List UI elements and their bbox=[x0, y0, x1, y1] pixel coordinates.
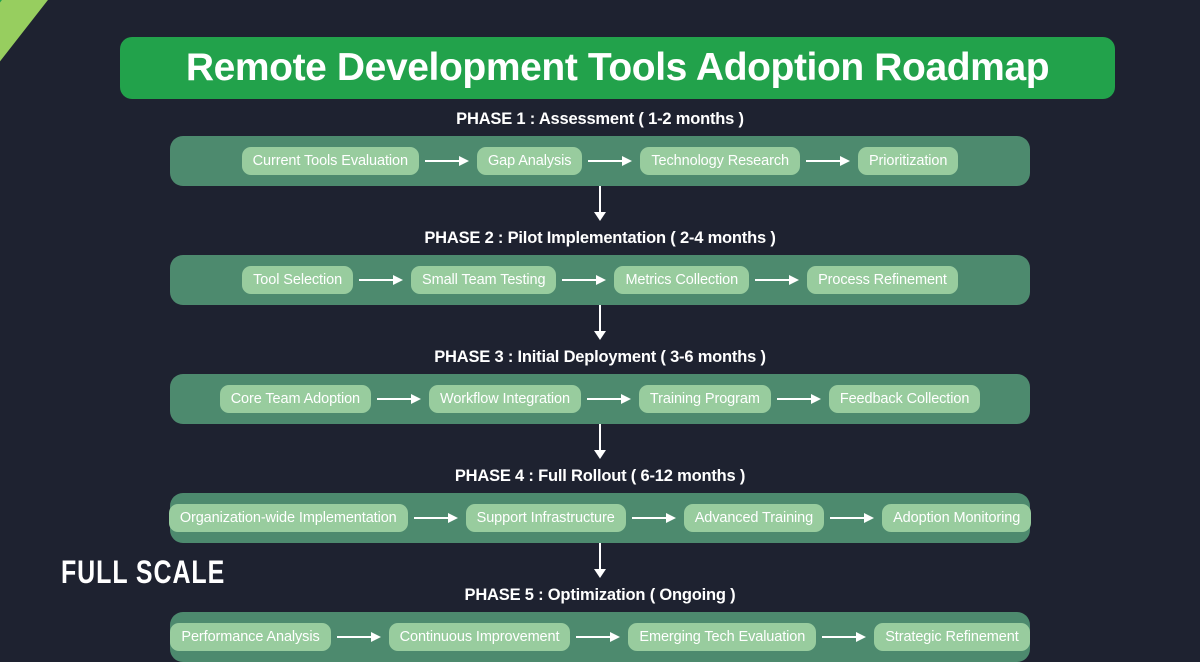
brand-corner-mark bbox=[0, 0, 100, 105]
arrow-head bbox=[864, 513, 875, 523]
step-arrow-right-icon bbox=[822, 631, 868, 643]
phase-step-pill[interactable]: Prioritization bbox=[857, 146, 959, 176]
phase-step-pill[interactable]: Support Infrastructure bbox=[465, 503, 626, 533]
phase-block: PHASE 2 : Pilot Implementation ( 2-4 mon… bbox=[0, 227, 1200, 305]
step-arrow-right-icon bbox=[631, 512, 678, 524]
arrow-shaft bbox=[413, 517, 450, 519]
phase-step-pill[interactable]: Small Team Testing bbox=[411, 265, 557, 295]
phase-step-pill[interactable]: Gap Analysis bbox=[476, 146, 583, 176]
arrow-head bbox=[447, 513, 458, 523]
phase-step-pill[interactable]: Adoption Monitoring bbox=[882, 503, 1032, 533]
connector-head bbox=[594, 569, 606, 578]
arrow-shaft bbox=[822, 636, 859, 638]
connector-head bbox=[594, 212, 606, 221]
arrow-head bbox=[411, 394, 422, 404]
arrow-shaft bbox=[424, 160, 461, 162]
step-arrow-right-icon bbox=[424, 155, 471, 167]
arrow-shaft bbox=[805, 160, 842, 162]
connector-head bbox=[594, 450, 606, 459]
arrow-head bbox=[596, 275, 607, 285]
phase-step-band: Core Team Adoption Workflow Integration Tr… bbox=[170, 374, 1030, 424]
phase-step-pill[interactable]: Continuous Improvement bbox=[388, 622, 571, 652]
arrow-shaft bbox=[588, 160, 625, 162]
arrow-head bbox=[620, 394, 631, 404]
connector-shaft bbox=[599, 186, 601, 214]
connector-shaft bbox=[599, 305, 601, 333]
phase-label: PHASE 1 : Assessment ( 1-2 months ) bbox=[456, 110, 744, 128]
step-arrow-right-icon bbox=[805, 155, 852, 167]
arrow-shaft bbox=[776, 398, 813, 400]
phase-label: PHASE 4 : Full Rollout ( 6-12 months ) bbox=[454, 467, 746, 485]
phase-connector-arrow-down-icon bbox=[0, 186, 1200, 227]
phase-step-pill[interactable]: Tool Selection bbox=[242, 265, 354, 295]
page-title: Remote Development Tools Adoption Roadma… bbox=[185, 46, 1050, 89]
arrow-head bbox=[810, 394, 821, 404]
phase-label: PHASE 3 : Initial Deployment ( 3-6 month… bbox=[434, 348, 766, 366]
phase-step-pill[interactable]: Training Program bbox=[638, 384, 771, 414]
arrow-head bbox=[665, 513, 676, 523]
arrow-head bbox=[622, 156, 633, 166]
step-arrow-right-icon bbox=[830, 512, 876, 524]
brand-slash-dark-icon bbox=[0, 0, 18, 105]
connector-shaft bbox=[599, 424, 601, 452]
arrow-head bbox=[789, 275, 800, 285]
arrow-shaft bbox=[830, 517, 867, 519]
step-arrow-right-icon bbox=[776, 393, 823, 405]
step-arrow-right-icon bbox=[562, 274, 608, 286]
phase-connector-arrow-down-icon bbox=[0, 543, 1200, 584]
brand-slash-light-icon bbox=[0, 0, 62, 105]
phase-step-pill[interactable]: Feedback Collection bbox=[828, 384, 981, 414]
arrow-shaft bbox=[755, 279, 792, 281]
phase-block: PHASE 3 : Initial Deployment ( 3-6 month… bbox=[0, 346, 1200, 424]
arrow-head bbox=[370, 632, 381, 642]
phase-step-pill[interactable]: Emerging Tech Evaluation bbox=[628, 622, 817, 652]
step-arrow-right-icon bbox=[576, 631, 622, 643]
arrow-shaft bbox=[631, 517, 668, 519]
arrow-shaft bbox=[576, 636, 613, 638]
phase-step-band: Current Tools Evaluation Gap Analysis Tech… bbox=[170, 136, 1030, 186]
arrow-shaft bbox=[586, 398, 623, 400]
phase-connector-arrow-down-icon bbox=[0, 424, 1200, 465]
footer-wordmark: FULL SCALE bbox=[61, 554, 226, 590]
arrow-shaft bbox=[359, 279, 396, 281]
phase-step-band: Tool Selection Small Team Testing Metrics … bbox=[170, 255, 1030, 305]
phase-step-band: Performance Analysis Continuous Improveme… bbox=[170, 612, 1030, 662]
arrow-head bbox=[839, 156, 850, 166]
step-arrow-right-icon bbox=[377, 393, 423, 405]
step-arrow-right-icon bbox=[586, 393, 633, 405]
phase-step-pill[interactable]: Metrics Collection bbox=[614, 265, 750, 295]
arrow-shaft bbox=[336, 636, 373, 638]
phase-step-pill[interactable]: Core Team Adoption bbox=[219, 384, 372, 414]
arrow-head bbox=[856, 632, 867, 642]
phase-step-pill[interactable]: Advanced Training bbox=[683, 503, 825, 533]
phase-step-pill[interactable]: Current Tools Evaluation bbox=[241, 146, 419, 176]
step-arrow-right-icon bbox=[359, 274, 405, 286]
phase-step-band: Organization-wide Implementation Support … bbox=[168, 493, 1032, 543]
arrow-head bbox=[393, 275, 404, 285]
arrow-head bbox=[610, 632, 621, 642]
phase-step-pill[interactable]: Strategic Refinement bbox=[874, 622, 1030, 652]
connector-shaft bbox=[599, 543, 601, 571]
phase-label: PHASE 2 : Pilot Implementation ( 2-4 mon… bbox=[424, 229, 776, 247]
step-arrow-right-icon bbox=[588, 155, 634, 167]
step-arrow-right-icon bbox=[413, 512, 460, 524]
phase-step-pill[interactable]: Performance Analysis bbox=[170, 622, 331, 652]
phase-step-pill[interactable]: Technology Research bbox=[640, 146, 800, 176]
connector-head bbox=[594, 331, 606, 340]
phase-label: PHASE 5 : Optimization ( Ongoing ) bbox=[464, 586, 736, 604]
arrow-head bbox=[458, 156, 469, 166]
arrow-shaft bbox=[562, 279, 599, 281]
phase-block: PHASE 5 : Optimization ( Ongoing ) Perfor… bbox=[0, 584, 1200, 662]
step-arrow-right-icon bbox=[336, 631, 383, 643]
title-banner: Remote Development Tools Adoption Roadma… bbox=[120, 37, 1115, 99]
phase-connector-arrow-down-icon bbox=[0, 305, 1200, 346]
phase-block: PHASE 4 : Full Rollout ( 6-12 months ) Or… bbox=[0, 465, 1200, 543]
arrow-shaft bbox=[377, 398, 414, 400]
phase-block: PHASE 1 : Assessment ( 1-2 months ) Curre… bbox=[0, 108, 1200, 186]
step-arrow-right-icon bbox=[755, 274, 801, 286]
phase-step-pill[interactable]: Workflow Integration bbox=[429, 384, 581, 414]
phase-step-pill[interactable]: Organization-wide Implementation bbox=[168, 503, 408, 533]
phase-step-pill[interactable]: Process Refinement bbox=[807, 265, 958, 295]
